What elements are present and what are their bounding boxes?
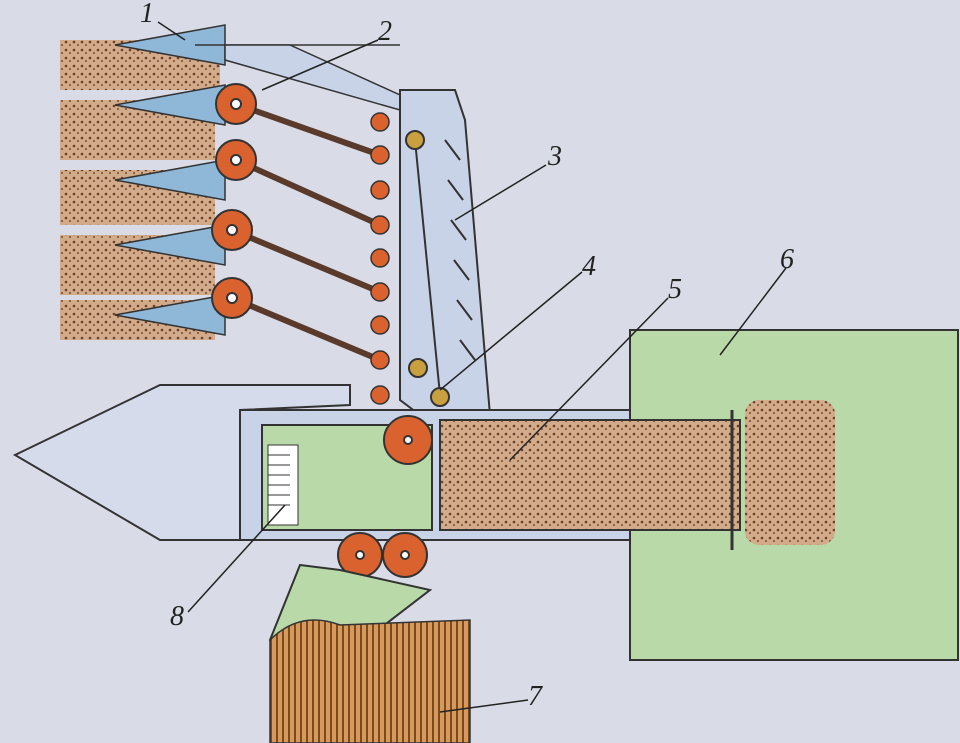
label-6: 6 — [780, 244, 794, 275]
feeder-rollers — [211, 83, 257, 319]
label-2: 2 — [378, 16, 392, 47]
output-bale — [745, 400, 835, 545]
label-1: 1 — [140, 0, 154, 29]
label-4: 4 — [582, 251, 596, 282]
leader-lines — [157, 21, 787, 713]
label-8: 8 — [170, 601, 184, 632]
knives — [114, 24, 400, 336]
feeder-arms — [229, 101, 383, 363]
label-3: 3 — [547, 141, 562, 172]
press-rollers — [337, 415, 433, 578]
elevator-chain — [405, 130, 476, 407]
label-5: 5 — [668, 274, 682, 305]
bale — [269, 619, 471, 743]
label-7: 7 — [528, 681, 543, 712]
pickup-tray — [12, 384, 351, 541]
compression-channel — [439, 419, 741, 531]
small-rollers — [370, 112, 390, 405]
